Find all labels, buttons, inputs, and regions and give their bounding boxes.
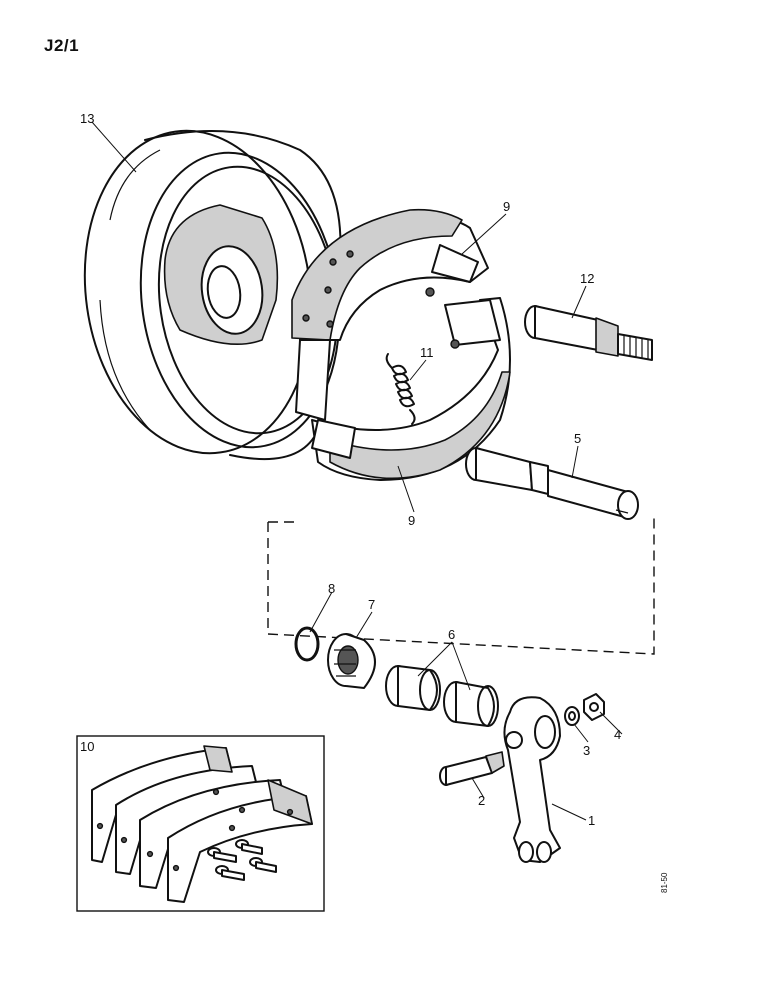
assembly-outline [267,518,655,655]
callout-9-bottom: 9 [408,513,416,528]
plate-code: 81-50 [660,872,669,893]
brake-drum [83,129,342,461]
bush-left [385,665,441,711]
callout-1: 1 [588,813,596,828]
camshaft [465,447,639,520]
brake-lever [503,696,561,863]
callout-4: 4 [614,727,622,742]
callout-5: 5 [574,431,582,446]
callout-12: 12 [580,271,595,286]
brake-shoe-lower [311,297,511,481]
callout-8: 8 [328,581,336,596]
callout-7: 7 [368,597,376,612]
callout-6: 6 [448,627,456,642]
stud [439,751,505,786]
callout-10: 10 [80,739,95,754]
lining-kit-inset [76,735,325,912]
seal [327,633,376,689]
bush-right [443,681,499,727]
return-spring [385,353,416,425]
callout-3: 3 [583,743,591,758]
callout-2: 2 [478,793,486,808]
nut [583,693,605,721]
leader-lines [91,121,623,821]
callout-13: 13 [80,111,95,126]
lining-rivets [207,839,277,881]
brake-lining-set [91,745,313,903]
callout-11: 11 [420,345,434,360]
brake-shoe-upper [291,208,489,421]
washer [564,706,580,726]
o-ring [294,626,320,662]
page-code: J2/1 [44,36,80,55]
callout-9-top: 9 [503,199,511,214]
anchor-pin [524,305,653,361]
